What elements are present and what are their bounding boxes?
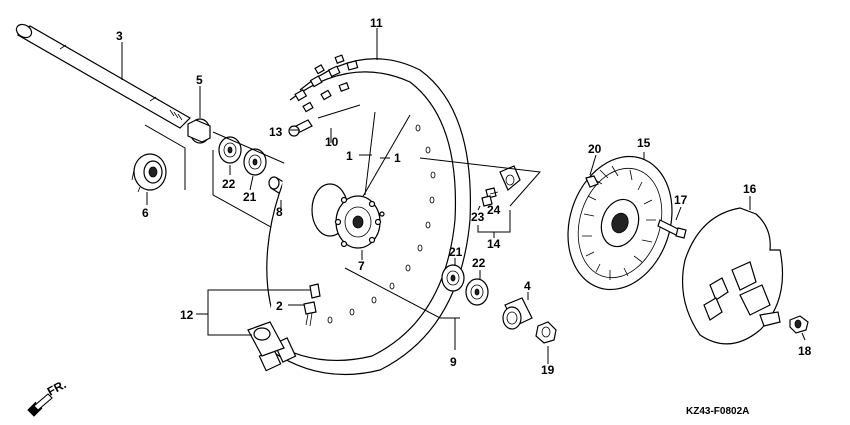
- callout-21-right: 21: [449, 245, 463, 259]
- distance-collar-right: [502, 297, 533, 330]
- callout-8: 8: [276, 205, 283, 219]
- callout-6: 6: [142, 206, 149, 220]
- callout-22-right: 22: [472, 256, 486, 270]
- callout-11: 11: [370, 16, 383, 30]
- rim-lock-lower: [247, 321, 285, 357]
- callout-22-left: 22: [222, 177, 236, 191]
- leader-lines: [121, 28, 806, 364]
- callout-18: 18: [798, 344, 812, 358]
- callout-5: 5: [196, 73, 203, 87]
- speedo-gear-parts: [481, 165, 521, 207]
- figure-code: KZ43-F0802A: [686, 406, 749, 417]
- speedo-bracket-line: [419, 157, 542, 207]
- callout-19: 19: [541, 363, 555, 377]
- valve-cap: [303, 283, 321, 327]
- callout-7: 7: [358, 259, 365, 273]
- callout-3: 3: [116, 29, 123, 43]
- cover-bolt-18: [789, 315, 809, 334]
- callout-10: 10: [325, 135, 339, 149]
- disc-cover: [681, 207, 783, 345]
- callout-17: 17: [674, 193, 688, 207]
- bearing-21-right: [441, 264, 465, 292]
- callout-2: 2: [276, 299, 283, 313]
- disc-bolt: [585, 175, 599, 188]
- callout-12: 12: [180, 308, 194, 322]
- callout-1b: 1: [394, 151, 401, 165]
- callout-4: 4: [524, 279, 531, 293]
- front-hub: [311, 183, 385, 249]
- callout-16: 16: [743, 182, 757, 196]
- callout-1a: 1: [346, 149, 353, 163]
- cover-bolt-17: [657, 219, 687, 239]
- rim-band-leader: [317, 104, 361, 119]
- rim-nipple-holes: [327, 124, 436, 324]
- distance-collar-left: [187, 118, 211, 144]
- callout-23: 23: [471, 210, 485, 224]
- bearing-22-left: [218, 136, 242, 164]
- right-bracket-line: [344, 267, 460, 319]
- callout-20: 20: [588, 142, 602, 156]
- bearing-22-right: [465, 278, 489, 306]
- callout-15: 15: [637, 136, 651, 150]
- callout-14: 14: [487, 237, 501, 251]
- axle-nut: [535, 321, 557, 344]
- callout-labels: 3 5 6 22 21 8 11 13 10 1 1 7 2 12 21 22 …: [116, 16, 812, 377]
- seal-bracket-line: [144, 124, 186, 190]
- dust-seal: [131, 153, 167, 193]
- callout-24: 24: [487, 203, 501, 217]
- bearing-21-left: [243, 148, 267, 176]
- callout-21-left: 21: [243, 190, 257, 204]
- spokes: [357, 111, 411, 206]
- front-axle: [15, 23, 191, 129]
- callout-13: 13: [269, 125, 283, 139]
- brake-disc: [567, 155, 673, 291]
- callout-9: 9: [450, 355, 457, 369]
- forward-arrow-icon: [27, 393, 53, 417]
